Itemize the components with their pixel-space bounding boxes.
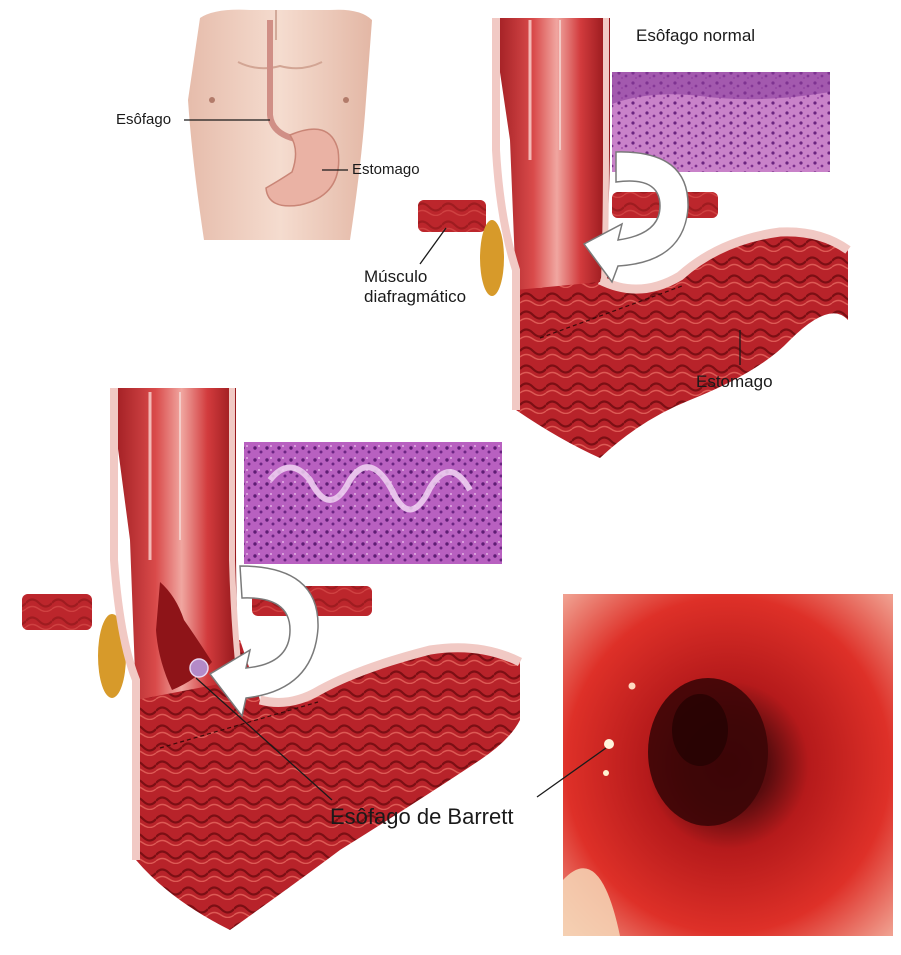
barrett-esophagus-label: Esôfago de Barrett xyxy=(330,804,513,829)
barrett-histology-image xyxy=(244,442,502,564)
diaphragm-muscle-label-line1: Músculo xyxy=(364,267,466,287)
endoscopy-image xyxy=(563,594,893,936)
barrett-spot-icon xyxy=(190,659,208,677)
diaphragm-muscle-label: Músculo diafragmático xyxy=(364,267,466,306)
normal-esophagus-label: Esôfago normal xyxy=(636,26,755,46)
stomach-label: Estomago xyxy=(696,372,773,392)
torso-esophagus-label: Esôfago xyxy=(116,111,171,128)
torso-stomach-label: Estomago xyxy=(352,161,420,178)
diaphragm-muscle-label-line2: diafragmático xyxy=(364,287,466,307)
torso-illustration xyxy=(188,10,372,240)
